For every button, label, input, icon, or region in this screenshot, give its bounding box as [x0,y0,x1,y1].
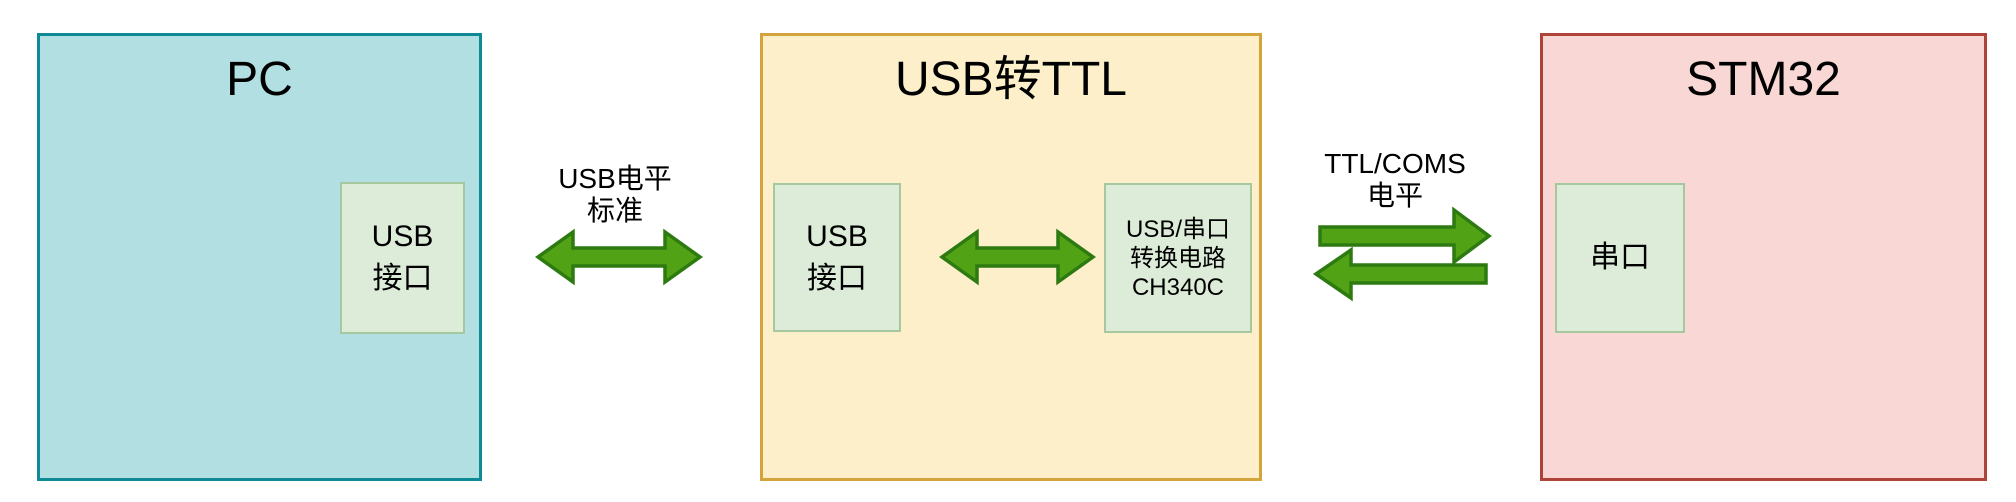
pc-usb-port-label-line2: 接口 [372,262,433,295]
converter-chip-label-line3: CH340C [1131,273,1225,301]
node-stm32: STM32 串口 [1540,33,1987,481]
node-pc: PC USB 接口 [37,33,482,481]
converter-chip-label-line2: 转换电路 [1130,244,1226,272]
pc-usb-port-label-line1: USB [371,220,434,253]
converter-chip-box: USB/串口 转换电路 CH340C [1104,183,1252,333]
node-stm32-title: STM32 [1686,53,1841,106]
node-usb-to-ttl-title: USB转TTL [894,53,1128,106]
node-usb-to-ttl: USB转TTL USB 接口 USB/串口 转换电路 CH340C [760,33,1262,481]
stm32-serial-port-label: 串口 [1590,241,1650,274]
converter-usb-port-label-line2: 接口 [807,261,867,295]
link-label-usb-level-line1: USB电平 [558,163,672,194]
stm32-serial-port-box: 串口 [1555,183,1685,333]
converter-usb-port-label-line1: USB [806,219,868,253]
arrow-stm32-to-converter-icon [1312,246,1488,302]
pc-usb-port-box: USB 接口 [340,182,465,334]
node-pc-title: PC [226,53,293,106]
converter-chip-label-line1: USB/串口 [1125,215,1230,243]
link-label-ttl-level: TTL/COMS 电平 [1285,148,1505,212]
arrow-converter-to-stm32-icon [1318,206,1492,266]
link-label-ttl-level-line2: 电平 [1366,180,1423,211]
converter-usb-port-box: USB 接口 [773,183,901,332]
link-label-usb-level-line2: 标准 [586,195,643,226]
link-label-ttl-level-line1: TTL/COMS [1324,148,1466,179]
double-arrow-pc-converter-icon [534,228,704,286]
link-label-usb-level: USB电平 标准 [505,163,725,227]
